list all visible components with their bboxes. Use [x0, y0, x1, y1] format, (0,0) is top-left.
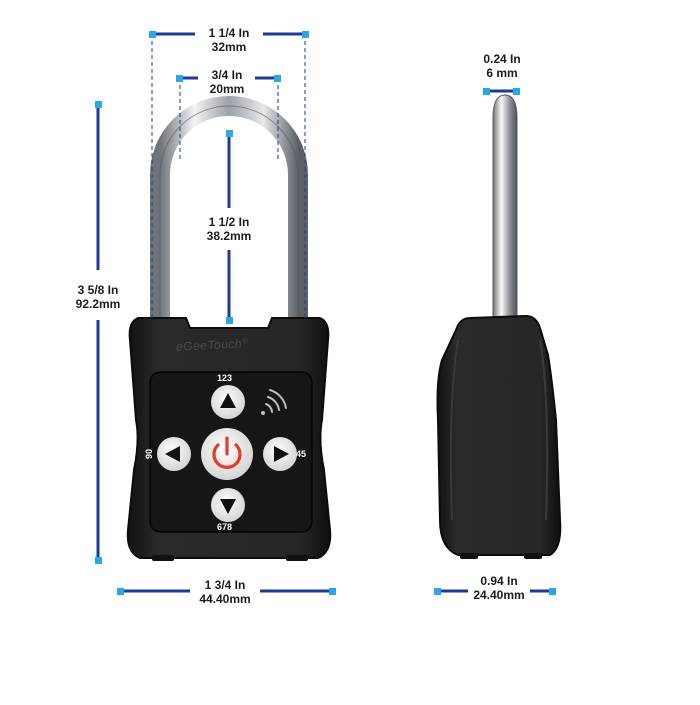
shackle-inner-width-label: 3/4 In 20mm — [209, 68, 245, 96]
total-height-label: 3 5/8 In 92.2mm — [75, 283, 121, 311]
side-lock-body — [436, 314, 562, 556]
down-key-label: 678 — [217, 522, 233, 532]
shackle-clearance-label: 1 1/2 In 38.2mm — [206, 215, 252, 243]
up-key-label: 123 — [217, 373, 233, 383]
front-view — [126, 96, 332, 561]
shackle-diameter-label: 0.24 In 6 mm — [483, 52, 521, 80]
left-key-label: 90 — [144, 448, 155, 460]
right-key-label: 45 — [296, 449, 307, 459]
dim-total-height — [95, 101, 102, 564]
side-shackle — [492, 94, 518, 321]
body-width-label: 1 3/4 In 44.40mm — [199, 578, 251, 606]
right-key[interactable] — [263, 437, 297, 471]
dim-shackle-clearance — [226, 130, 233, 324]
nfc-wave-icon — [261, 389, 287, 415]
power-key[interactable] — [201, 428, 253, 480]
side-view — [436, 94, 562, 559]
dim-body-width — [117, 588, 336, 595]
dimension-lines — [95, 31, 556, 595]
power-icon — [212, 436, 242, 469]
left-key[interactable] — [157, 437, 191, 471]
dim-body-depth — [434, 588, 556, 595]
shackle-outer-width-label: 1 1/4 In 32mm — [208, 26, 250, 54]
dim-shackle-inner-width — [176, 75, 281, 160]
dim-shackle-outer-width — [149, 31, 309, 320]
body-depth-label: 0.94 In 24.40mm — [473, 574, 525, 602]
up-key[interactable] — [211, 385, 245, 419]
dim-shackle-diameter — [483, 88, 520, 95]
down-key[interactable] — [211, 488, 245, 522]
